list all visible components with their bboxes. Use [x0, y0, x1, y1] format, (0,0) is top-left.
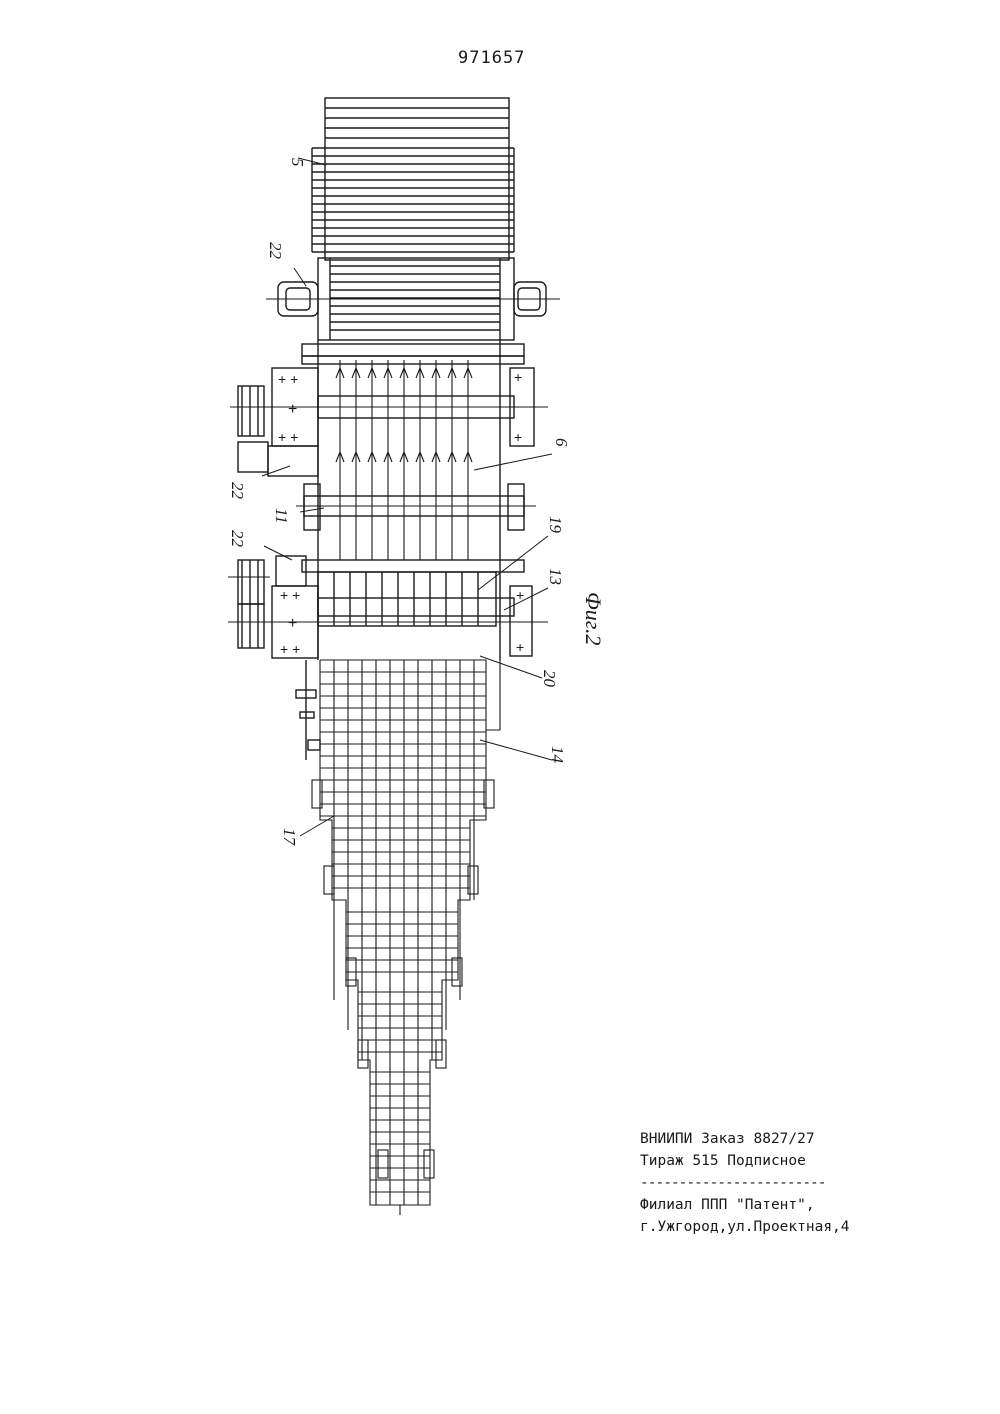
- imprint-line-4: г.Ужгород,ул.Проектная,4: [640, 1216, 980, 1238]
- svg-text:+ +: + +: [278, 371, 298, 387]
- gear-train: [296, 660, 320, 760]
- imprint-separator: ------------------------: [640, 1172, 980, 1194]
- svg-text:+ +: + +: [280, 641, 300, 657]
- imprint-block: ВНИИПИ Заказ 8827/27 Тираж 515 Подписное…: [640, 1128, 980, 1238]
- label-17: 17: [280, 828, 299, 847]
- imprint-line-2: Тираж 515 Подписное: [640, 1150, 980, 1172]
- label-20: 20: [540, 670, 559, 688]
- roll-stack: [312, 98, 514, 260]
- svg-text:+: +: [288, 615, 297, 632]
- imprint-line-3: Филиал ППП "Патент",: [640, 1194, 980, 1216]
- label-11: 11: [272, 508, 291, 524]
- label-6: 6: [552, 438, 571, 447]
- reference-labels: 5 22 22 22 6 11 19 13 20 14 17 Фиг.2: [228, 158, 606, 847]
- svg-text:+ +: + +: [278, 429, 298, 445]
- label-19: 19: [546, 516, 565, 534]
- label-22-top: 22: [266, 242, 285, 260]
- figure-caption: Фиг.2: [581, 592, 606, 646]
- strip-lines: [336, 360, 472, 560]
- label-13: 13: [546, 568, 565, 585]
- machine-frame: [302, 340, 524, 660]
- drum-unit: [266, 258, 560, 340]
- svg-text:+: +: [514, 429, 522, 445]
- label-22-low: 22: [228, 530, 247, 548]
- label-14: 14: [548, 746, 567, 764]
- svg-text:+: +: [514, 369, 522, 385]
- svg-text:+ +: + +: [280, 587, 300, 603]
- imprint-line-1: ВНИИПИ Заказ 8827/27: [640, 1128, 980, 1150]
- label-5: 5: [288, 158, 307, 167]
- conveyor-grid: [312, 660, 500, 1215]
- svg-text:+: +: [516, 639, 524, 655]
- label-22-mid: 22: [228, 482, 247, 500]
- svg-text:+: +: [288, 401, 297, 418]
